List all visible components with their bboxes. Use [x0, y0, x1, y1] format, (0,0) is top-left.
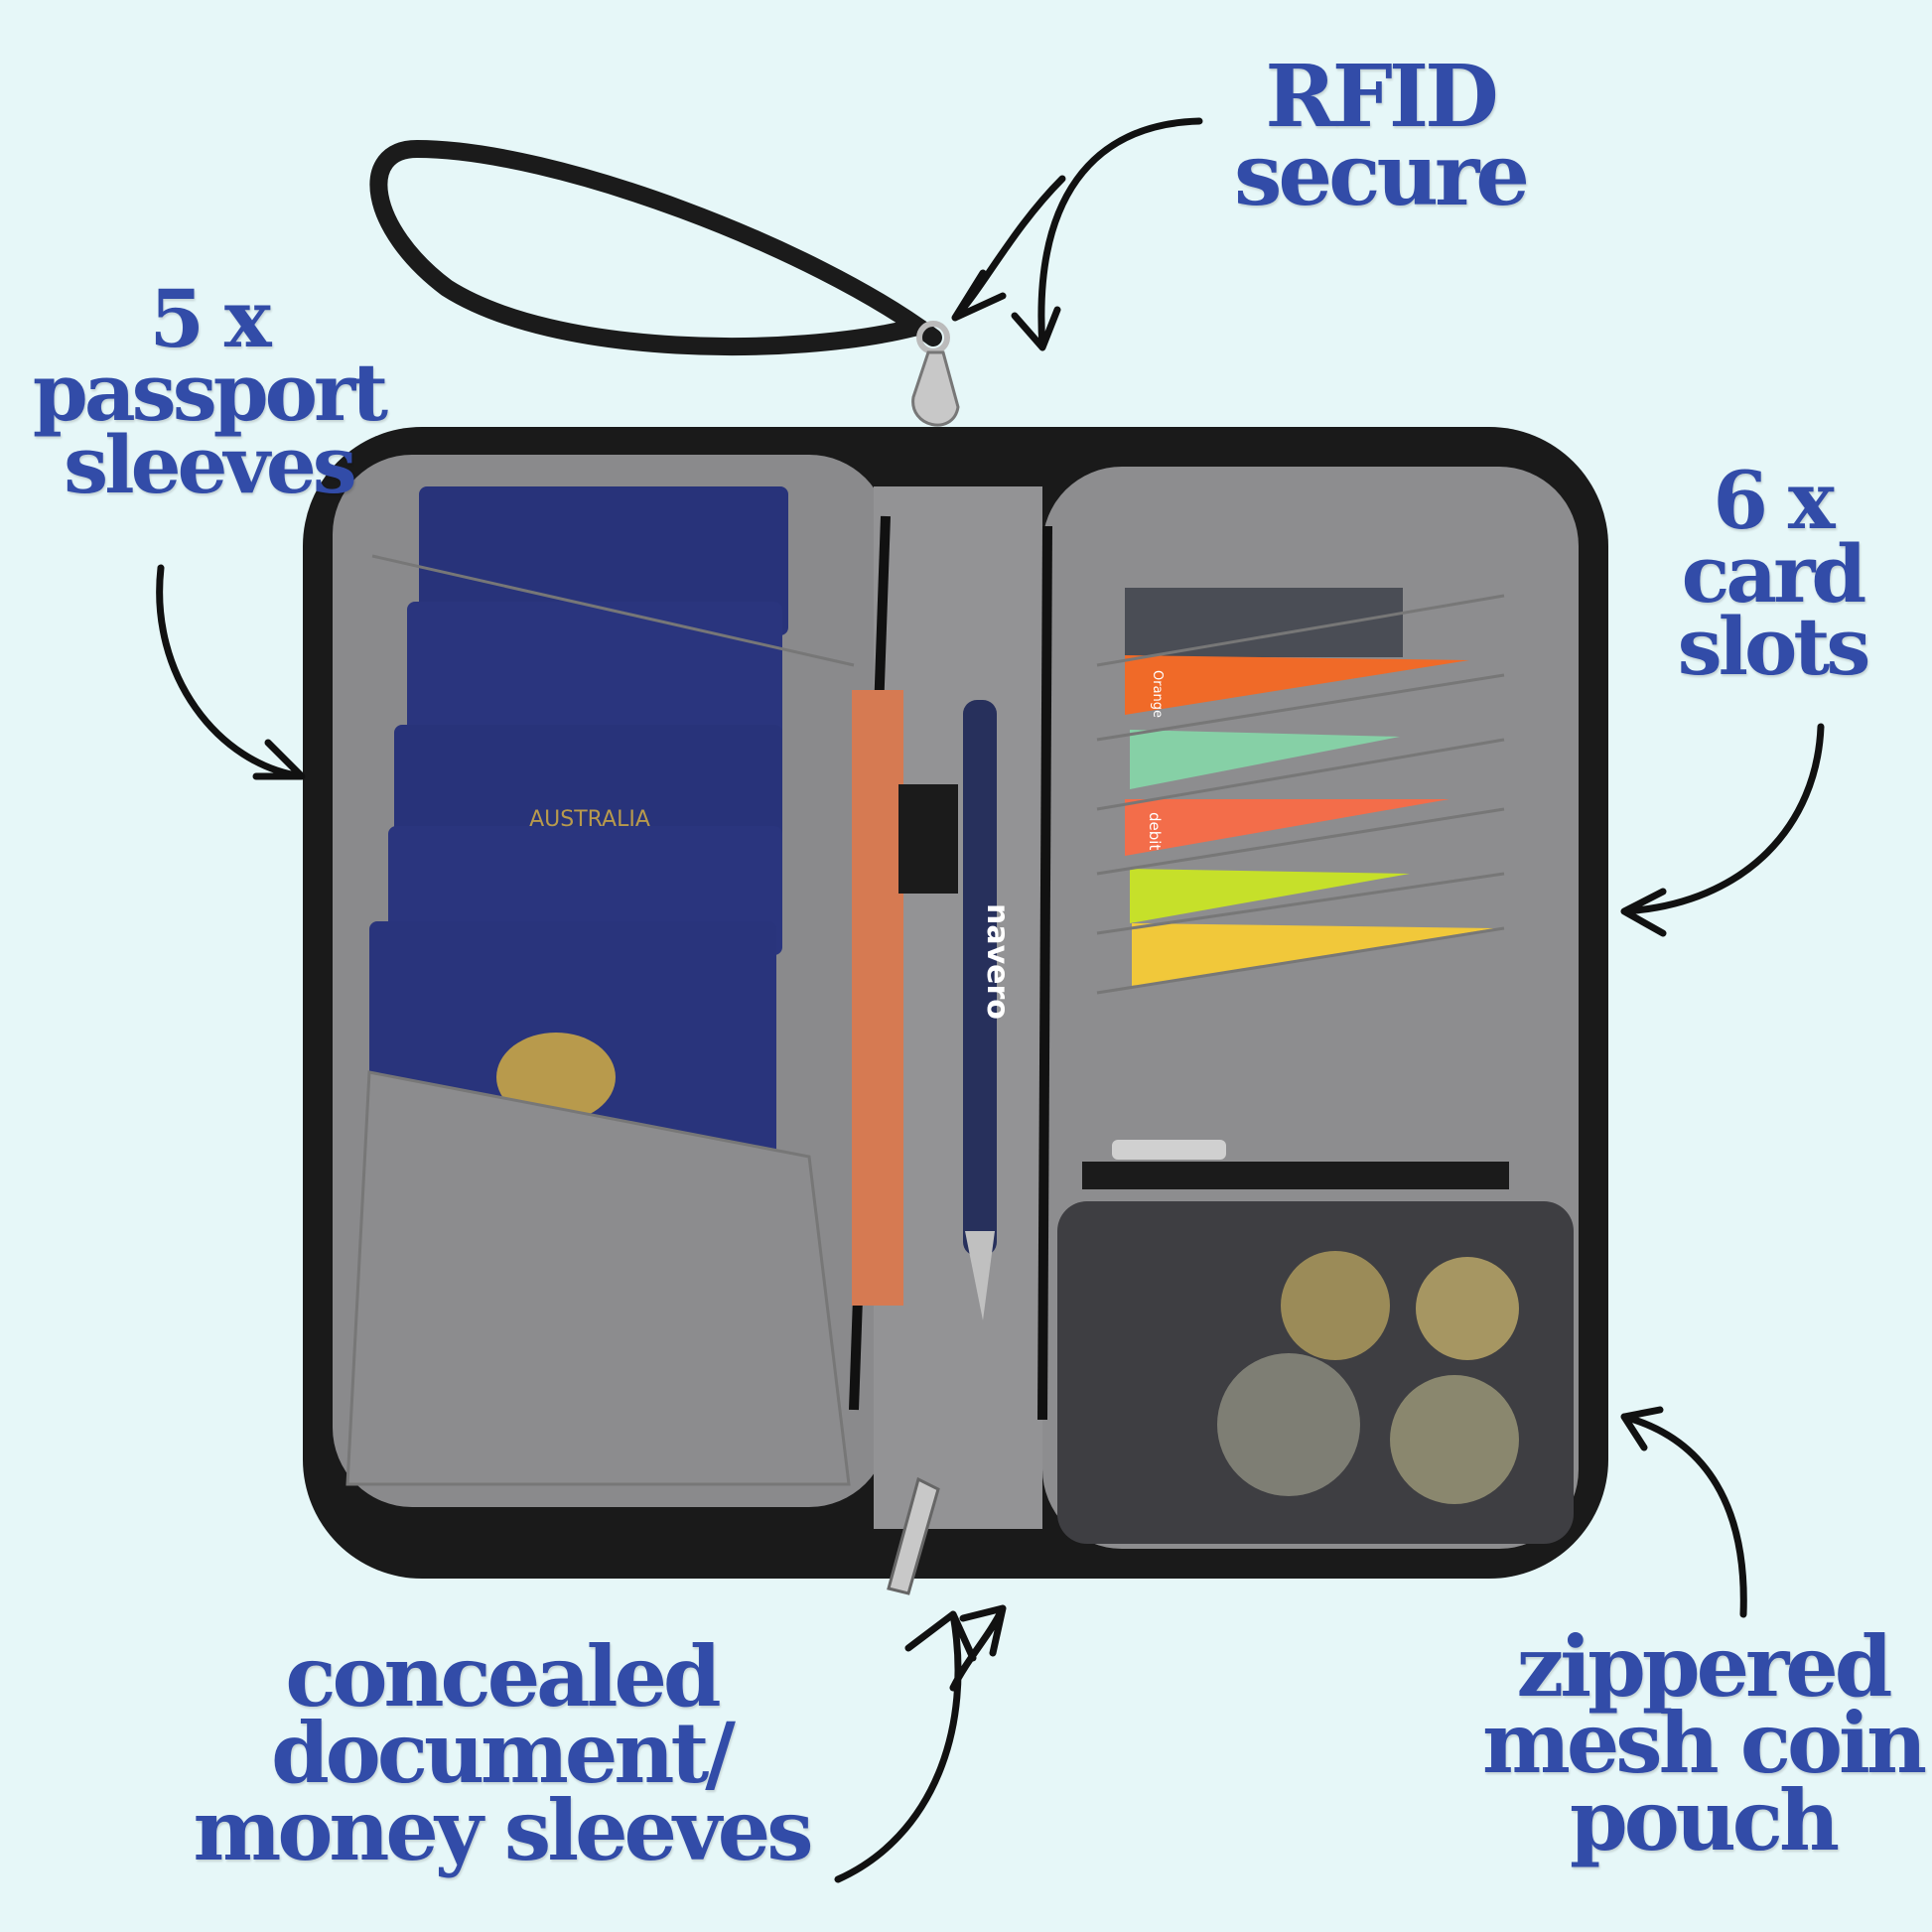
label-line: concealed [285, 1627, 721, 1725]
label-passport-sleeves: 5 x passport sleeves [10, 272, 407, 512]
label-line: RFID [1265, 47, 1498, 147]
pen-loop [898, 784, 958, 894]
card-text-orange: Orange [1150, 670, 1165, 718]
label-line: pouch [1569, 1770, 1840, 1869]
zipper-pull [1112, 1140, 1226, 1160]
card-text-debit: debit [1146, 812, 1164, 850]
pen-tip [965, 1231, 995, 1320]
cards [1125, 588, 1494, 988]
arrow-document [834, 1604, 1007, 1883]
wrist-strap [369, 139, 942, 356]
pen-brand: navero [980, 903, 1015, 1020]
banknote [852, 690, 903, 1306]
card-slot-seams [1096, 594, 1505, 995]
lobster-clasp [911, 350, 960, 427]
label-card-slots: 6 x card slots [1648, 454, 1896, 694]
label-document-sleeves: concealed document/ money sleeves [189, 1627, 814, 1879]
front-pocket [345, 1070, 851, 1486]
pen [963, 700, 997, 1256]
coins [1217, 1251, 1519, 1504]
label-line: secure [1233, 125, 1530, 226]
arrow-rfid [951, 117, 1203, 351]
annotation-arrows [156, 117, 1825, 1883]
label-line: mesh coin [1481, 1694, 1927, 1793]
label-line: 6 x [1713, 454, 1835, 547]
label-rfid-secure: RFID secure [1231, 47, 1530, 226]
label-line: zippered [1516, 1617, 1893, 1716]
coin-pouch-zipper [1082, 1162, 1509, 1189]
arrow-passport [156, 564, 306, 780]
label-line: card [1681, 526, 1867, 621]
label-line: 5 x [149, 272, 271, 365]
sleeve-seam [371, 554, 855, 667]
label-line: passport [32, 345, 388, 439]
label-line: money sleeves [193, 1780, 813, 1879]
label-coin-pouch: zippered mesh coin pouch [1479, 1617, 1927, 1869]
label-line: sleeves [64, 418, 357, 512]
arrow-coin [1620, 1406, 1747, 1618]
bottom-zipper-pull [887, 1476, 940, 1595]
spine-zipper-right [1037, 525, 1052, 1421]
label-line: slots [1677, 600, 1871, 694]
label-line: document/ [271, 1704, 736, 1803]
arrow-cards [1620, 723, 1825, 937]
passport-country-text: AUSTRALIA [529, 807, 650, 832]
